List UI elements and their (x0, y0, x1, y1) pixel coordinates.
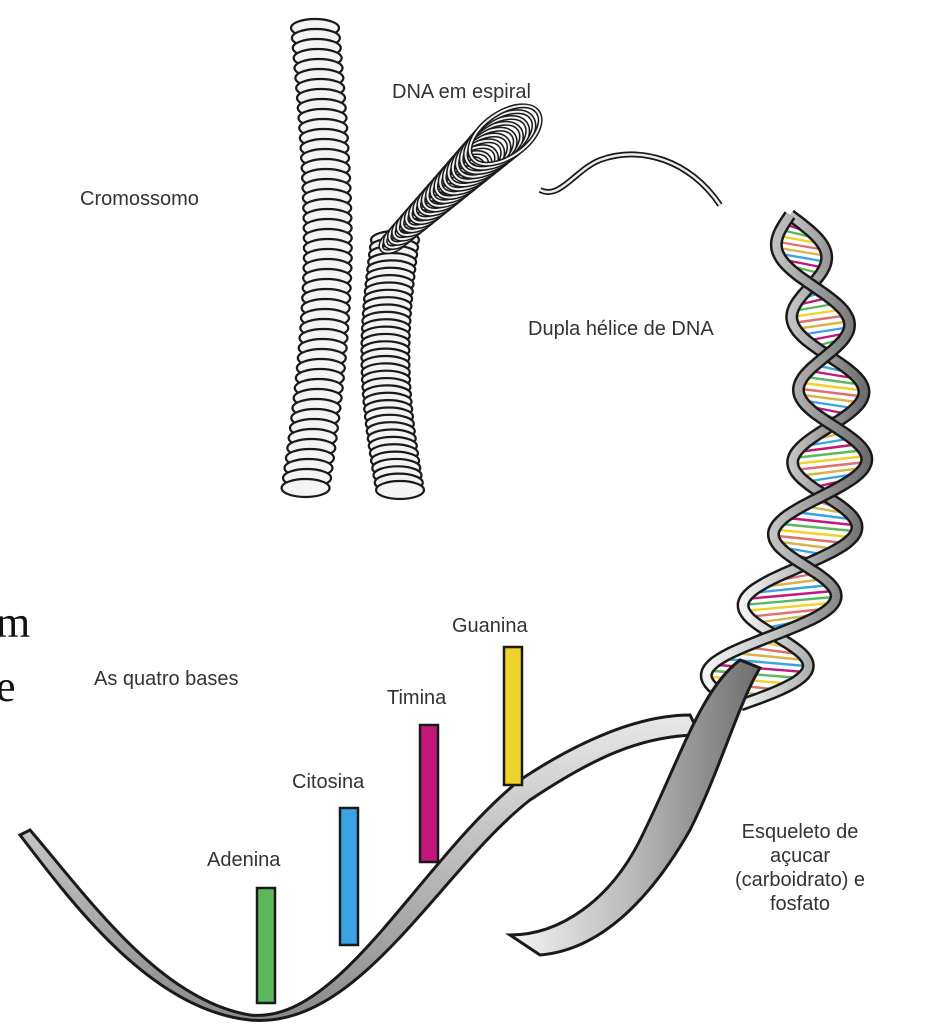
chromosome-right-arm (361, 231, 424, 499)
double-helix-label: Dupla hélice de DNA (528, 317, 714, 341)
connecting-strand (540, 154, 720, 205)
backbone-label: Esqueleto de açucar (carboidrato) e fosf… (700, 820, 900, 916)
backbone-label-line-3: (carboidrato) e (700, 868, 900, 892)
backbone-label-line-1: Esqueleto de (700, 820, 900, 844)
four-bases-label: As quatro bases (94, 667, 239, 691)
guanine-label: Guanina (452, 614, 528, 638)
base-pillar-citosina (340, 808, 358, 945)
double-helix-shape (706, 215, 867, 705)
base-pillar-timina (420, 725, 438, 862)
cytosine-label: Citosina (292, 770, 364, 794)
base-pillar-adenina (257, 888, 275, 1003)
chromosome-label: Cromossomo (80, 187, 199, 211)
coiled-dna-shape (377, 94, 551, 256)
backbone-ribbon (20, 715, 700, 1020)
backbone-label-line-2: açucar (700, 844, 900, 868)
helix-strand-a (741, 215, 864, 705)
chromosome-left-arm (282, 19, 352, 497)
base-pillar-guanina (504, 647, 522, 785)
backbone-label-line-4: fosfato (700, 892, 900, 916)
thymine-label: Timina (387, 686, 446, 710)
adenine-label: Adenina (207, 848, 280, 872)
coiled-dna-label: DNA em espiral (392, 80, 531, 104)
chromosome-segment (282, 479, 330, 497)
chromosome-segment (376, 481, 424, 499)
